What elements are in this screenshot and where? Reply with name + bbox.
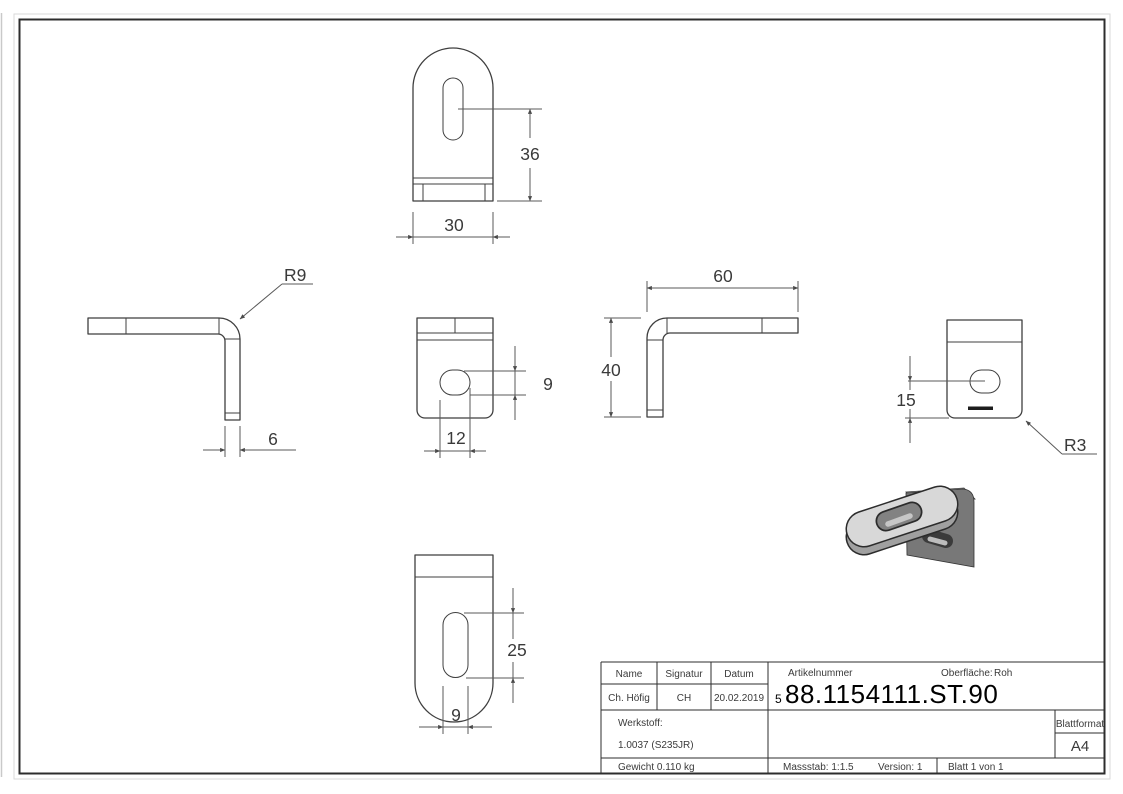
dimension-slot-width: 9	[419, 686, 492, 734]
title-block: Name Signatur Datum Ch. Höfig CH 20.02.2…	[600, 661, 1105, 774]
dimension-front-height: 36	[458, 108, 542, 202]
dim-hole-offset-text: 15	[896, 390, 915, 410]
dim-length-text: 60	[713, 266, 733, 286]
title-name-value: Ch. Höfig	[608, 693, 650, 704]
view-back: 15 R3	[896, 319, 1097, 455]
radius-r9-text: R9	[284, 265, 306, 285]
slot-hole	[442, 77, 464, 141]
view-front-lower: 9 12	[416, 317, 553, 458]
dim-slot-height-text: 9	[543, 374, 553, 394]
surface-value: Roh	[994, 668, 1012, 679]
dim-slot-length-text: 25	[507, 640, 526, 660]
dim-thickness-text: 6	[268, 429, 278, 449]
sheet-format-value: A4	[1071, 738, 1089, 755]
article-number-prefix: 5	[775, 692, 782, 706]
drawing-border	[18, 18, 1106, 775]
slot-hole	[439, 369, 471, 396]
view-side-left: R9 6	[87, 265, 313, 457]
radius-callout-r3: R3	[1025, 420, 1097, 455]
dimension-thickness: 6	[203, 426, 296, 457]
title-date-header: Datum	[724, 669, 753, 680]
view-front-upper: 36 30	[396, 47, 542, 244]
view-side-right: 60 40	[601, 266, 799, 418]
iso-slot-wall	[877, 503, 921, 530]
version-value: Version: 1	[878, 762, 923, 773]
material-label: Werkstoff:	[618, 718, 663, 729]
isometric-view	[845, 485, 976, 568]
dim-slot-width-text: 9	[451, 705, 461, 725]
dim-front-height-text: 36	[520, 144, 539, 164]
surface-label: Oberfläche:	[941, 668, 993, 679]
dim-slot-offset-text: 12	[446, 428, 465, 448]
dimension-slot-length: 25	[464, 588, 527, 703]
dim-height-text: 40	[601, 360, 621, 380]
dimension-front-width: 30	[396, 212, 510, 244]
dimension-slot-offset: 12	[424, 388, 486, 458]
title-date-value: 20.02.2019	[714, 693, 764, 704]
title-name-header: Name	[616, 669, 643, 680]
title-signature-value: CH	[677, 693, 691, 704]
sheet-number: Blatt 1 von 1	[948, 762, 1004, 773]
iso-slot-highlight	[885, 513, 913, 527]
dimension-height: 40	[601, 317, 641, 418]
sheet-format-label: Blattformat	[1056, 719, 1105, 730]
article-number-header: Artikelnummer	[788, 668, 853, 679]
part-marking	[968, 406, 993, 410]
weight-value: Gewicht 0.110 kg	[618, 762, 695, 773]
radius-r3-text: R3	[1064, 435, 1086, 455]
dimension-length: 60	[646, 266, 799, 312]
dim-front-width-text: 30	[444, 215, 464, 235]
slot-hole	[442, 612, 469, 678]
iso-plate-slot-highlight	[927, 536, 948, 546]
dimension-slot-height: 9	[464, 346, 553, 420]
material-value: 1.0037 (S235JR)	[618, 740, 694, 751]
scale-value: Massstab: 1:1.5	[783, 762, 854, 773]
radius-callout-r9: R9	[239, 265, 313, 320]
article-number: 88.1154111.ST.90	[785, 679, 998, 709]
paper-edge	[13, 13, 1111, 780]
title-signature-header: Signatur	[665, 669, 703, 680]
view-top-flange: 25 9	[414, 554, 527, 734]
dimension-hole-offset: 15	[896, 356, 985, 443]
